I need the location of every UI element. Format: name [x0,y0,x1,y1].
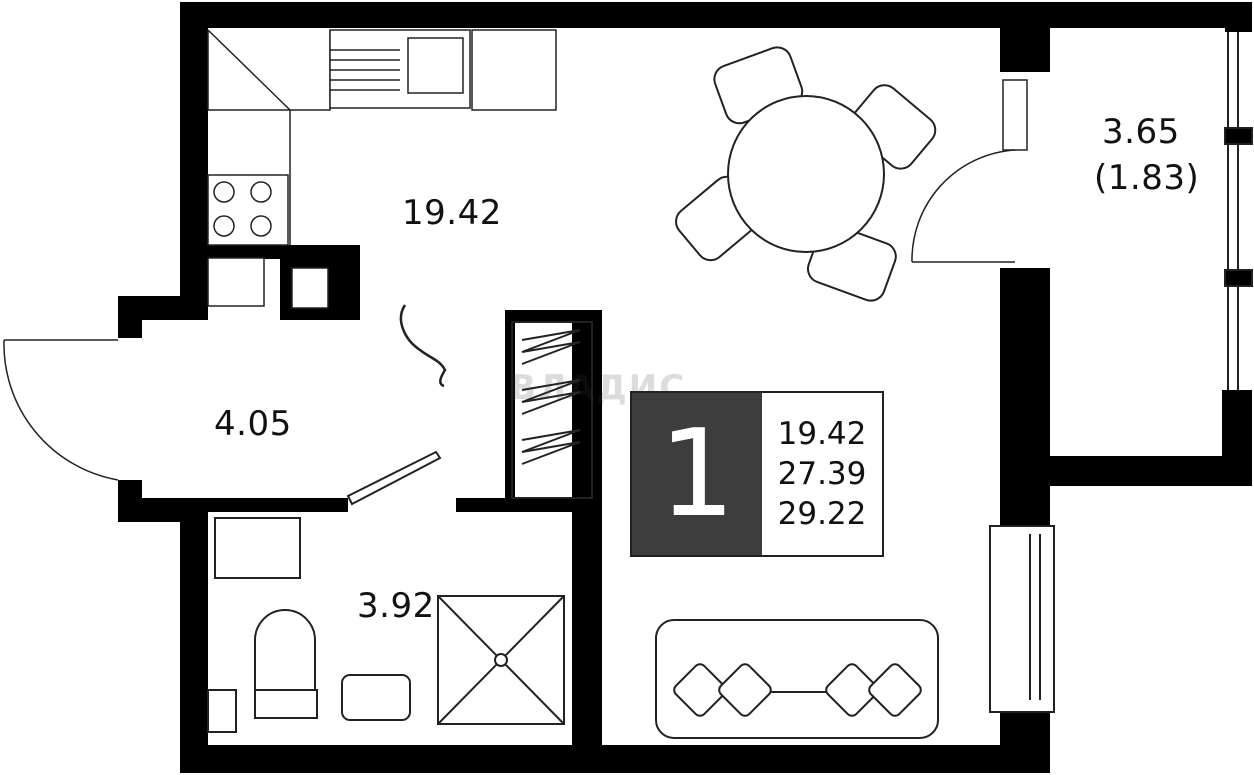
wardrobe [511,321,593,499]
room-area-kitchen-living: 19.42 [402,193,502,233]
room-area-balcony-reduced: (1.83) [1094,158,1200,198]
walls [118,2,1252,773]
entrance-door [3,339,119,481]
balcony-window [1224,32,1253,390]
total-area: 27.39 [777,456,867,492]
badge-areas: 19.42 27.39 29.22 [762,393,882,555]
dining-table [675,46,937,302]
cat-icon [399,304,447,388]
room-area-bathroom: 3.92 [357,586,435,626]
room-area-balcony: 3.65 [1102,112,1180,152]
living-area: 19.42 [777,416,867,452]
area-badge: 1 19.42 27.39 29.22 [630,391,884,557]
side-window [989,525,1055,713]
bathroom-door [346,450,442,506]
bathroom-fixtures [207,517,565,733]
room-area-hallway: 4.05 [214,404,292,444]
balcony-door [911,79,1028,263]
sofa [655,619,939,739]
rooms-count: 1 [632,393,762,555]
kitchen-set [207,29,557,309]
total-area-with-balcony: 29.22 [777,496,867,532]
